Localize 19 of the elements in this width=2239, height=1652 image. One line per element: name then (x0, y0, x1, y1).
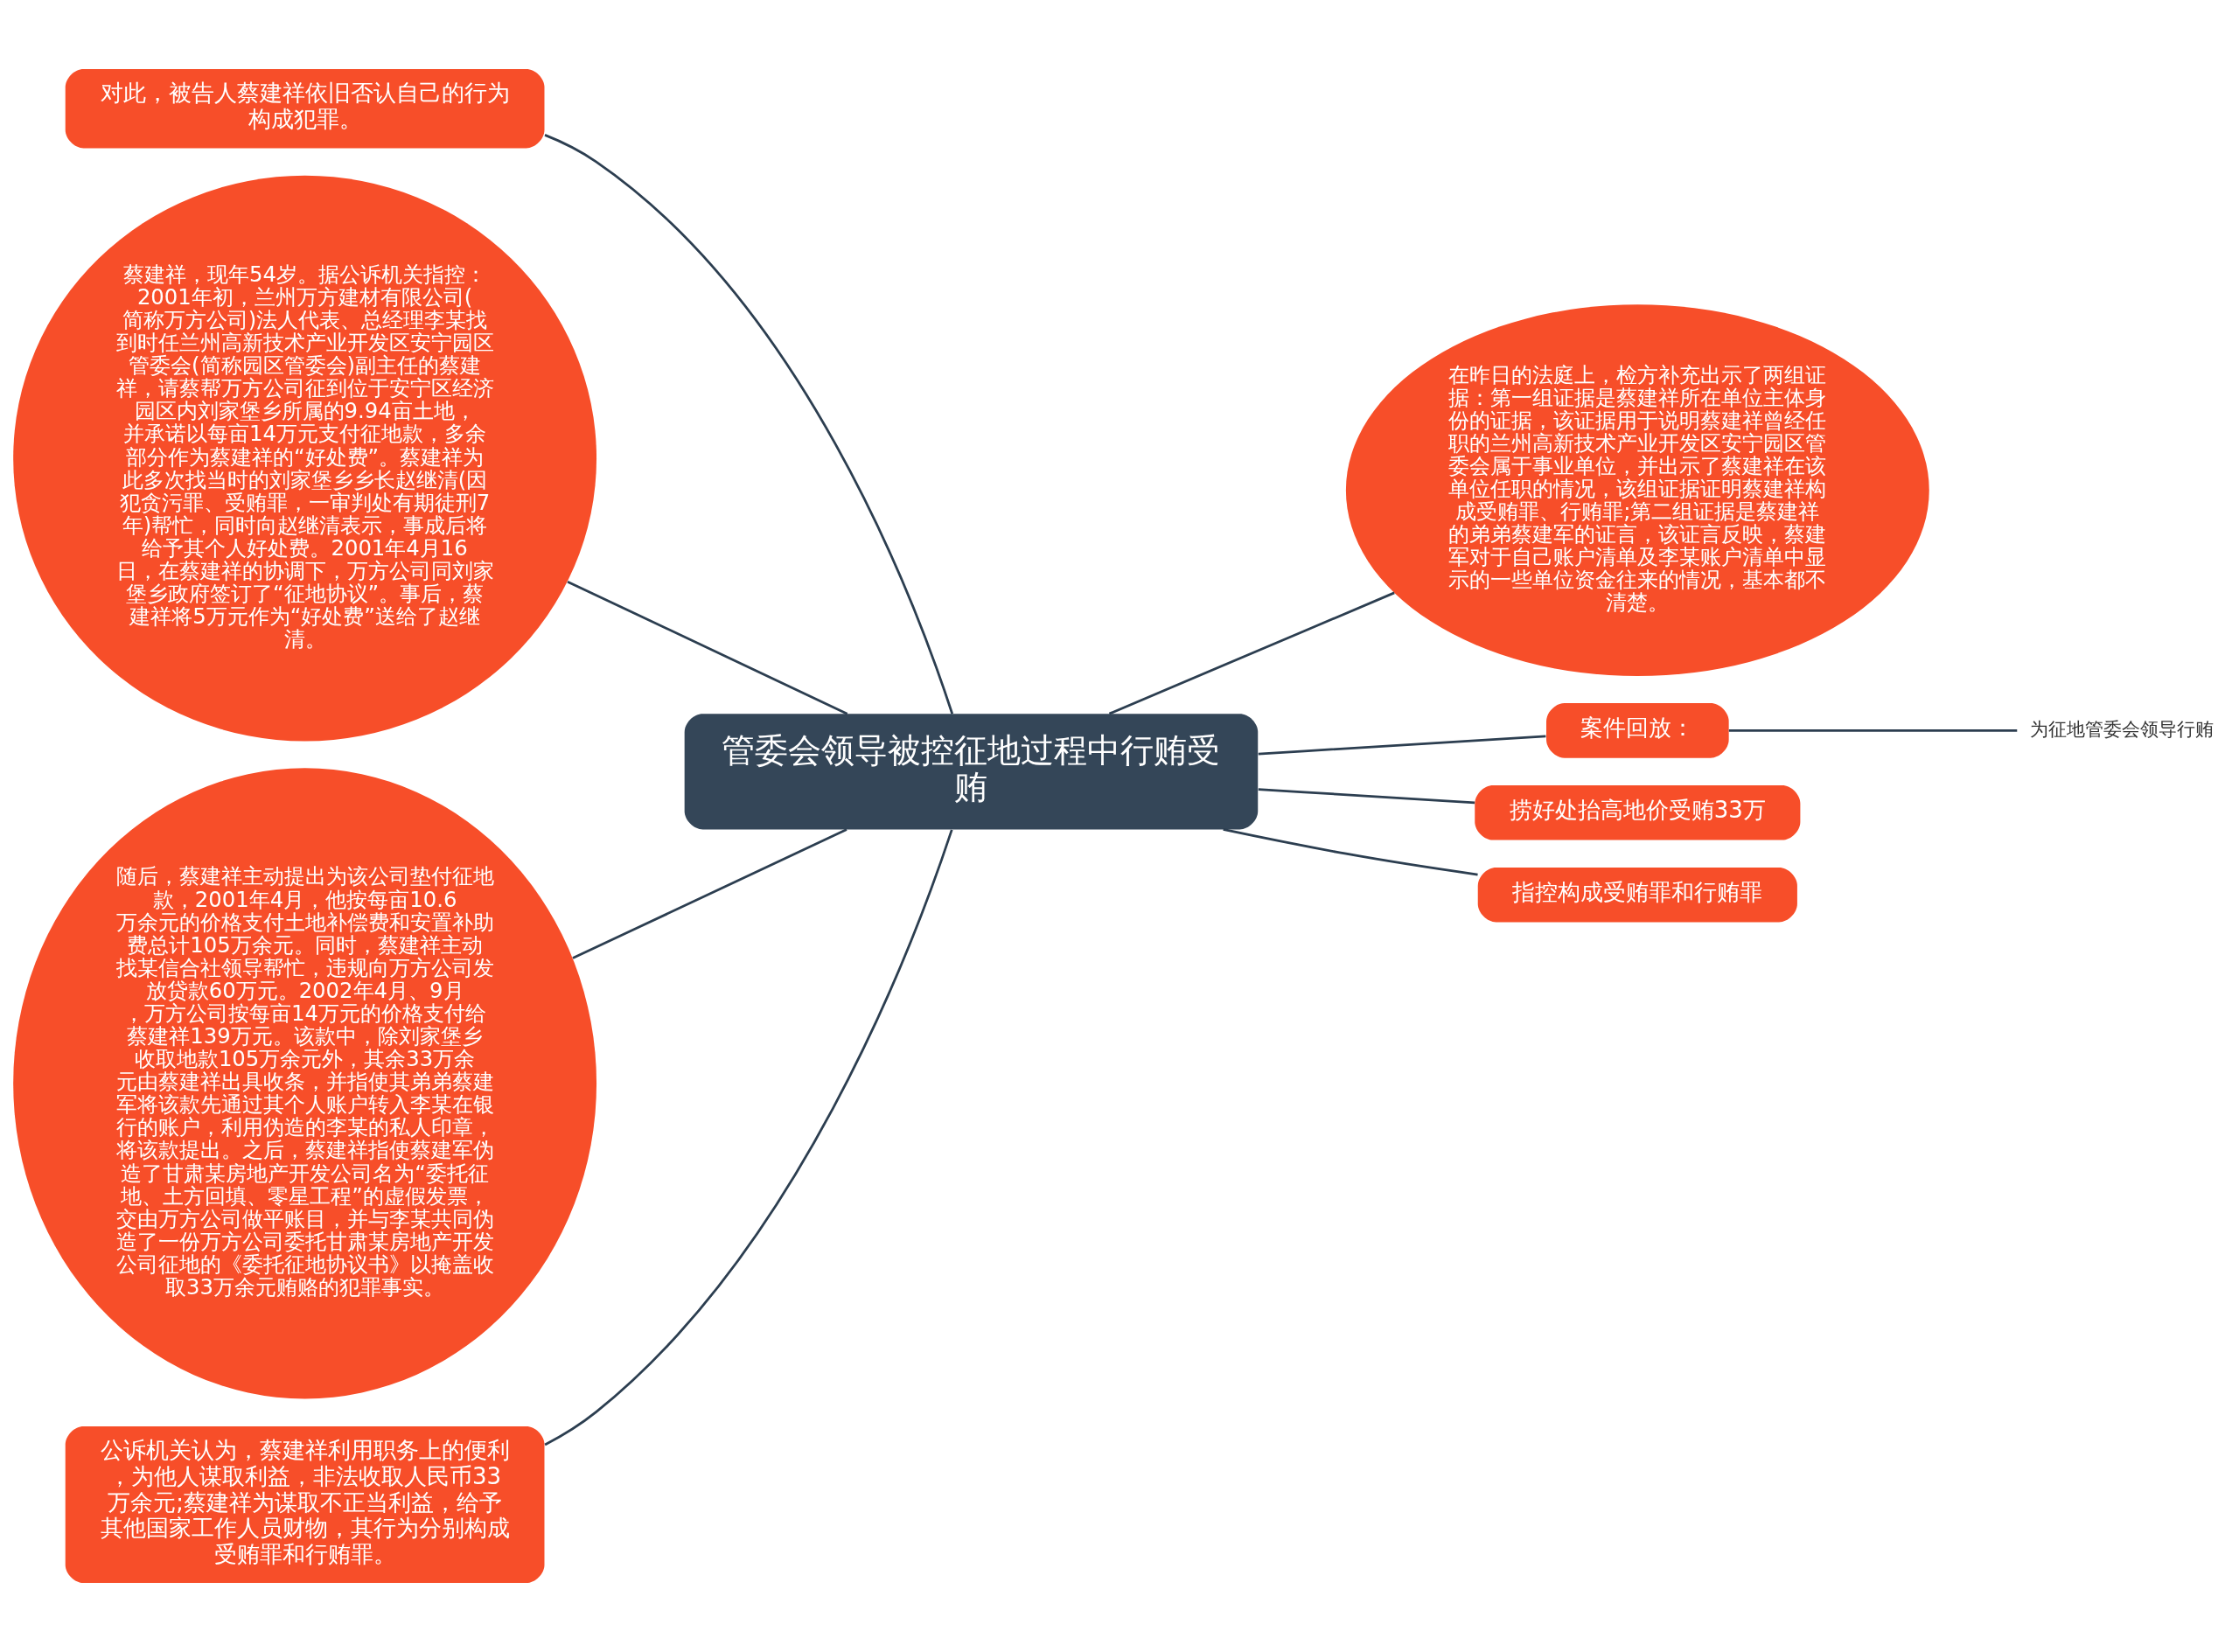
node-ellipse: 在昨日的法庭上，检方补充出示了两组证据：第一组证据是蔡建祥所在单位主体身份的证据，该证据用于说明蔡建祥曾经任职的兰州高新技术产业开发区安宁园区管委会属于事业单位，并出示了蔡建祥在该单位任职的情况，该组证据证明蔡建祥构成受贿罪、行贿罪;第二组证据是蔡建祥的弟弟蔡建军的证言，该证言反映，蔡建军对于自己账户清单及李某账户清单中显示的一些单位资金往来的情况，基本都不清楚。 (1345, 304, 1929, 677)
connector (1258, 788, 1475, 805)
node-box: 捞好处抬高地价受贿33万 (1475, 785, 1801, 840)
connector (544, 134, 954, 714)
connector (1108, 591, 1395, 715)
node-box: 案件回放： (1546, 703, 1729, 758)
connector (572, 828, 847, 959)
connector (567, 580, 848, 715)
node-text: 为征地管委会领导行贿 (2029, 718, 2214, 740)
node-box: 管委会领导被控征地过程中行贿受贿 (684, 714, 1259, 830)
connector (1728, 729, 2018, 732)
connector (1258, 735, 1546, 756)
node-circle: 随后，蔡建祥主动提出为该公司垫付征地款，2001年4月，他按每亩10.6万余元的价格支付土地补偿费和安置补助费总计105万余元。同时，蔡建祥主动找某信合社领导帮忙，违规向万方公司发放贷款60万元。2002年4月、9月，万方公司按每亩14万元的价格支付给蔡建祥139万元。该款中，除刘家堡乡收取地款105万余元外，其余33万余元由蔡建祥出具收条，并指使其弟弟蔡建军将该款先通过其个人账户转入李某在银行的账户，利用伪造的李某的私人印章，将该款提出。之后，蔡建祥指使蔡建军伪造了甘肃某房地产开发公司名为“委托征地、土方回填、零星工程”的虚假发票，交由万方公司做平账目，并与李某共同伪造了一份万方公司委托甘肃某房地产开发公司征地的《委托征地协议书》以掩盖收取33万余元贿赂的犯罪事实。 (13, 768, 597, 1399)
node-box: 指控构成受贿罪和行贿罪 (1477, 867, 1797, 923)
node-circle: 蔡建祥，现年54岁。据公诉机关指控：2001年初，兰州万方建材有限公司(简称万方公司)法人代表、总经理李某找到时任兰州高新技术产业开发区安宁园区管委会(简称园区管委会)副主任的蔡建祥，请蔡帮万方公司征到位于安宁区经济园区内刘家堡乡所属的9.94亩土地，并承诺以每亩14万元支付征地款，多余部分作为蔡建祥的“好处费”。蔡建祥为此多次找当时的刘家堡乡乡长赵继清(因犯贪污罪、受贿罪，一审判处有期徒刑7年)帮忙，同时向赵继清表示，事成后将给予其个人好处费。2001年4月16日，在蔡建祥的协调下，万方公司同刘家堡乡政府签订了“征地协议”。事后，蔡建祥将5万元作为“好处费”送给了赵继清。 (13, 175, 597, 742)
node-box: 对此，被告人蔡建祥依旧否认自己的行为构成犯罪。 (65, 68, 545, 149)
connector (544, 829, 953, 1446)
node-box: 公诉机关认为，蔡建祥利用职务上的便利，为他人谋取利益，非法收取人民币33万余元;蔡建祥为谋取不正当利益，给予其他国家工作人员财物，其行为分别构成受贿罪和行贿罪。 (65, 1425, 545, 1584)
connector (1223, 828, 1478, 876)
